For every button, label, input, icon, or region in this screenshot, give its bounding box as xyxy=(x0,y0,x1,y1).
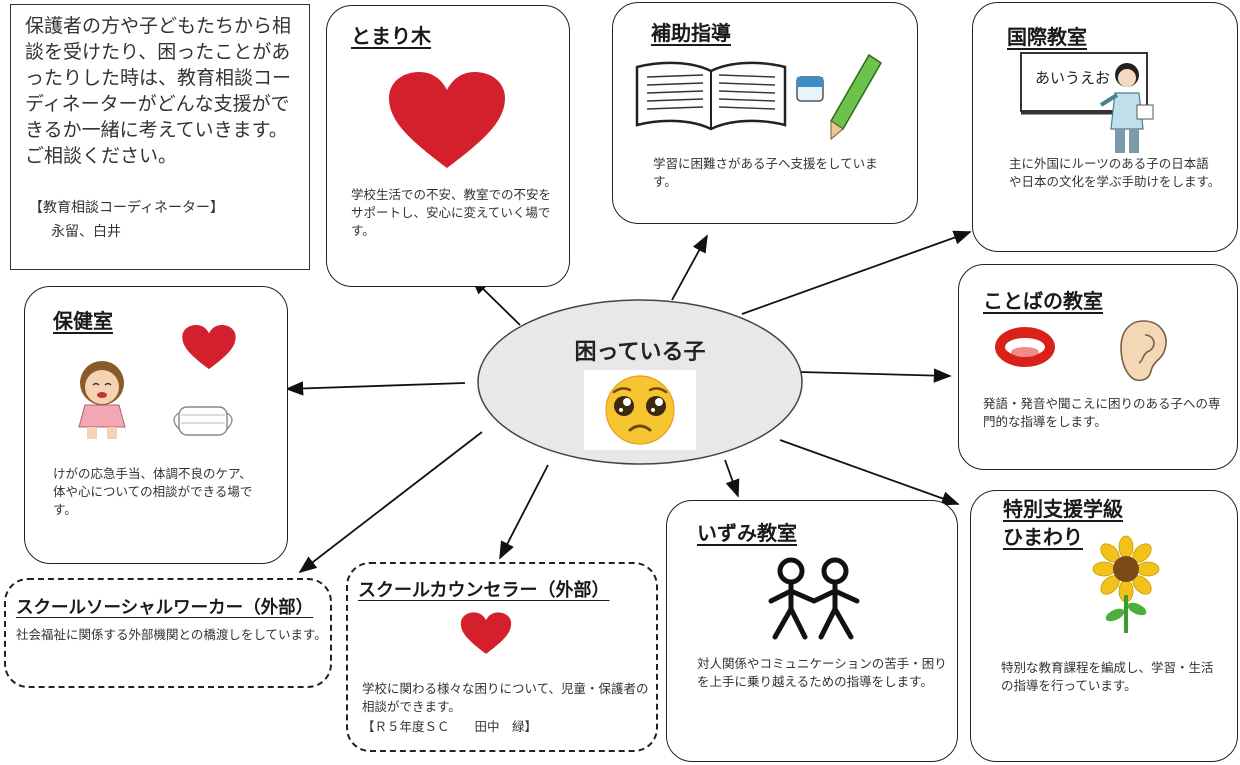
tomarigi-desc: 学校生活での不安、教室での不安をサポートし、安心に変えていく場です。 xyxy=(351,187,552,238)
whiteboard-text: あいうえお xyxy=(1035,69,1111,87)
arrow-to-hoken xyxy=(285,381,466,396)
box-ssw: スクールソーシャルワーカー（外部） 社会福祉に関係する外部機関との橋渡しをしてい… xyxy=(4,578,332,688)
center-label: 困っている子 xyxy=(574,340,706,365)
sc-title: スクールカウンセラー（外部） xyxy=(358,580,610,601)
kokusai-desc: 主に外国にルーツのある子の日本語や日本の文化を学ぶ手助けをします。 xyxy=(1009,156,1221,189)
ssw-title: スクールソーシャルワーカー（外部） xyxy=(16,598,314,618)
arrow-to-hojo xyxy=(671,234,708,301)
eraser-icon xyxy=(796,76,824,102)
box-tomarigi: とまり木 学校生活での不安、教室での不安をサポートし、安心に変えていく場です。 xyxy=(326,5,570,287)
mouth-icon xyxy=(995,327,1055,367)
ear-icon xyxy=(1120,320,1167,382)
arrow-to-izumi xyxy=(724,459,740,498)
box-sc: スクールカウンセラー（外部） 学校に関わる様々な困りについて、児童・保護者の相談… xyxy=(346,562,658,752)
intro-box: 保護者の方や子どもたちから相談を受けたり、困ったことがあったりした時は、教育相談… xyxy=(10,4,310,270)
arrow-to-kotoba xyxy=(799,368,952,383)
box-kokusai: 国際教室 あいうえお 主に外国にルーツのある子の日本語や日本の文化を学ぶ手助けを… xyxy=(972,2,1238,252)
arrow-to-ssw xyxy=(298,431,483,574)
hojo-title: 補助指導 xyxy=(651,21,731,45)
teacher-icon xyxy=(1099,63,1154,153)
coordinator-title: 【教育相談コーディネーター】 xyxy=(29,200,225,216)
box-izumi: いずみ教室 対人関係やコミュニケーションの苦手・困りを上手に乗り越えるための指導… xyxy=(666,500,958,762)
crying-child-icon xyxy=(78,361,126,439)
box-hojo: 補助指導 学習に困難さがある子へ支援をしています。 xyxy=(612,2,918,224)
hoken-title: 保健室 xyxy=(53,309,113,333)
izumi-desc: 対人関係やコミュニケーションの苦手・困りを上手に乗り越えるための指導をします。 xyxy=(697,656,947,689)
hoken-desc: けがの応急手当、体調不良のケア、体や心についての相談ができる場です。 xyxy=(53,466,253,517)
tokubetsu-desc: 特別な教育課程を編成し、学習・生活の指導を行っています。 xyxy=(1001,660,1214,693)
arrow-to-tokubetsu xyxy=(779,439,960,506)
arrow-to-kokusai xyxy=(741,230,972,315)
tomarigi-title: とまり木 xyxy=(351,24,431,48)
kotoba-title: ことばの教室 xyxy=(983,289,1103,313)
arrow-to-sc xyxy=(499,464,549,560)
heart-icon xyxy=(389,72,505,168)
sc-staff: 【Ｒ５年度ＳＣ 田中 緑】 xyxy=(362,719,538,734)
box-tokubetsu: 特別支援学級 ひまわり 特別な教育課程を編成し、学習・生活の指導を行っています。 xyxy=(970,490,1238,762)
box-hoken: 保健室 けがの応急手当、体調不良のケア、体や心についての相談ができる場です。 xyxy=(24,286,288,564)
tokubetsu-subtitle: ひまわり xyxy=(1003,525,1083,549)
two-people-icon xyxy=(768,557,860,640)
pencil-icon xyxy=(829,53,883,141)
ssw-desc: 社会福祉に関係する外部機関との橋渡しをしています。 xyxy=(16,627,327,642)
heart-icon xyxy=(182,325,236,370)
pleading-face-emoji-icon xyxy=(584,370,696,450)
open-book-icon xyxy=(635,61,787,131)
intro-text: 保護者の方や子どもたちから相談を受けたり、困ったことがあったりした時は、教育相談… xyxy=(25,15,292,167)
hojo-desc: 学習に困難さがある子へ支援をしています。 xyxy=(653,156,878,189)
sunflower-icon xyxy=(1092,535,1160,633)
tokubetsu-title: 特別支援学級 xyxy=(1003,497,1123,521)
izumi-title: いずみ教室 xyxy=(697,521,797,545)
sc-desc: 学校に関わる様々な困りについて、児童・保護者の相談ができます。 xyxy=(362,681,649,714)
coordinator-names: 永留、白井 xyxy=(51,224,121,240)
kotoba-desc: 発語・発音や聞こえに困りのある子への専門的な指導をします。 xyxy=(983,396,1221,429)
mask-icon xyxy=(173,406,233,436)
heart-icon xyxy=(460,612,512,654)
kokusai-title: 国際教室 xyxy=(1007,25,1087,49)
box-kotoba: ことばの教室 発語・発音や聞こえに困りのある子への専門的な指導をします。 xyxy=(958,264,1238,470)
